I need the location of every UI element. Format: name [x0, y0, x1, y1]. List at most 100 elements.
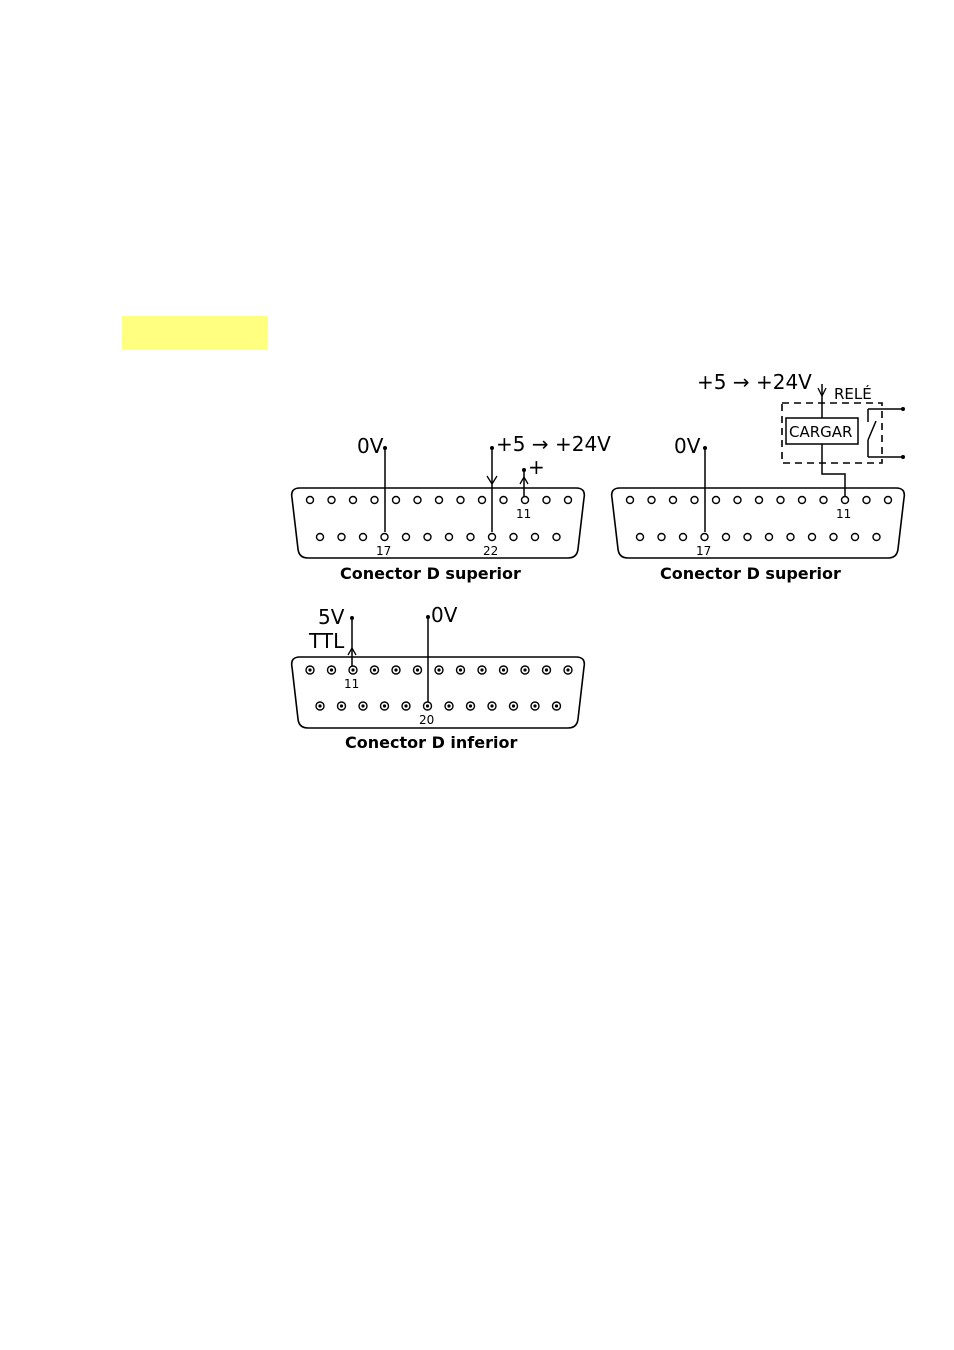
pin-hole — [872, 532, 881, 542]
pin-hole — [754, 495, 764, 505]
arrow-down-icon — [486, 475, 498, 486]
pin-hole-center — [447, 704, 451, 708]
pin-hole — [635, 532, 645, 542]
pin-hole — [657, 532, 666, 542]
pin-hole-center — [533, 704, 537, 708]
pin-hole — [807, 532, 817, 542]
pin-hole-center — [480, 668, 484, 672]
pin-hole — [542, 495, 551, 505]
label-ttl: TTL — [308, 629, 345, 653]
pin-hole — [883, 495, 893, 505]
pin-hole — [700, 532, 709, 542]
pin-hole-center — [404, 704, 408, 708]
pin-hole — [840, 495, 850, 505]
pin-hole — [337, 532, 346, 542]
pin-row — [305, 495, 573, 542]
pin-hole-center — [372, 668, 377, 672]
pin-hole-center — [394, 668, 398, 672]
pin-hole — [401, 532, 411, 542]
arrow-down-icon — [817, 387, 827, 398]
pin-hole — [625, 495, 635, 505]
pin-hole-center — [511, 704, 516, 708]
pin-hole-center — [318, 704, 322, 708]
pin-hole — [499, 495, 508, 505]
terminal-dot — [426, 615, 430, 619]
pin-hole — [552, 532, 561, 542]
pin-hole — [862, 495, 871, 505]
pin-hole — [456, 495, 465, 505]
connector-caption: Conector D inferior — [345, 733, 517, 752]
pin-number-22: 22 — [483, 544, 498, 558]
terminal-dot — [350, 616, 354, 620]
pin-hole-center — [425, 704, 430, 708]
terminal-dot — [703, 446, 707, 450]
yellow-highlight-box — [122, 316, 268, 350]
terminal-dot — [383, 446, 387, 450]
pin-hole — [786, 532, 795, 542]
label-0v: 0V — [357, 434, 384, 458]
terminal-dot — [522, 468, 526, 472]
pin-hole — [829, 532, 838, 542]
pin-hole-center — [339, 704, 344, 708]
pin-hole — [743, 532, 752, 542]
pin-number-17: 17 — [696, 544, 711, 558]
terminal-dot — [490, 446, 494, 450]
pin-hole — [764, 532, 774, 542]
label-0v: 0V — [674, 434, 701, 458]
pin-hole — [391, 495, 401, 505]
pin-hole — [327, 495, 336, 505]
connector-inferior: 5V TTL 0V 11 20 Conector D inferior — [290, 603, 586, 752]
label-5v: 5V — [318, 605, 345, 629]
connector-superior-right: 0V +5 → +24V RELÉ CARGAR 11 17 Conector … — [610, 370, 906, 583]
pin-hole-center — [361, 704, 365, 708]
pin-hole — [413, 495, 422, 505]
pin-hole-center — [523, 668, 527, 672]
pin-hole — [520, 495, 530, 505]
pin-hole — [477, 495, 487, 505]
pin-number-11: 11 — [344, 677, 359, 691]
pin-hole — [380, 532, 389, 542]
connector-shell — [290, 487, 586, 559]
connector-caption: Conector D superior — [660, 564, 841, 583]
pin-hole — [563, 495, 573, 505]
pin-hole — [711, 495, 721, 505]
pin-hole-center — [415, 668, 420, 672]
label-relay: RELÉ — [834, 384, 872, 403]
pin-hole — [358, 532, 368, 542]
pin-number-17: 17 — [376, 544, 391, 558]
pin-hole-center — [437, 668, 441, 672]
pin-hole-center — [490, 704, 494, 708]
pin-hole — [797, 495, 807, 505]
pin-hole-center — [308, 668, 312, 672]
connector-superior-left: 0V +5 → +24V + 11 17 22 Conector D super… — [290, 432, 611, 583]
pin-number-20: 20 — [419, 713, 434, 727]
relay-box — [781, 402, 883, 464]
connector-shell — [610, 487, 906, 559]
pin-hole — [850, 532, 860, 542]
connector-caption: Conector D superior — [340, 564, 521, 583]
label-supply: +5 → +24V — [496, 432, 611, 456]
pin-hole — [733, 495, 742, 505]
pin-hole — [487, 532, 497, 542]
pin-hole-center — [468, 704, 473, 708]
pin-hole — [690, 495, 699, 505]
terminal-dot — [901, 455, 905, 459]
pin-hole — [370, 495, 379, 505]
pin-hole-center — [501, 668, 506, 672]
pin-hole-center — [554, 704, 559, 708]
pin-hole — [423, 532, 432, 542]
pin-hole-center — [458, 668, 463, 672]
pin-hole — [509, 532, 518, 542]
pin-hole — [315, 532, 325, 542]
pin-hole-center — [382, 704, 387, 708]
arrow-up-icon — [347, 646, 357, 656]
pin-hole — [668, 495, 678, 505]
pin-hole — [530, 532, 540, 542]
relay-switch-blade — [867, 420, 877, 441]
connector-shell — [290, 656, 586, 729]
pin-hole — [434, 495, 444, 505]
pin-hole — [678, 532, 688, 542]
pin-hole-center — [566, 668, 570, 672]
label-0v: 0V — [431, 603, 458, 627]
